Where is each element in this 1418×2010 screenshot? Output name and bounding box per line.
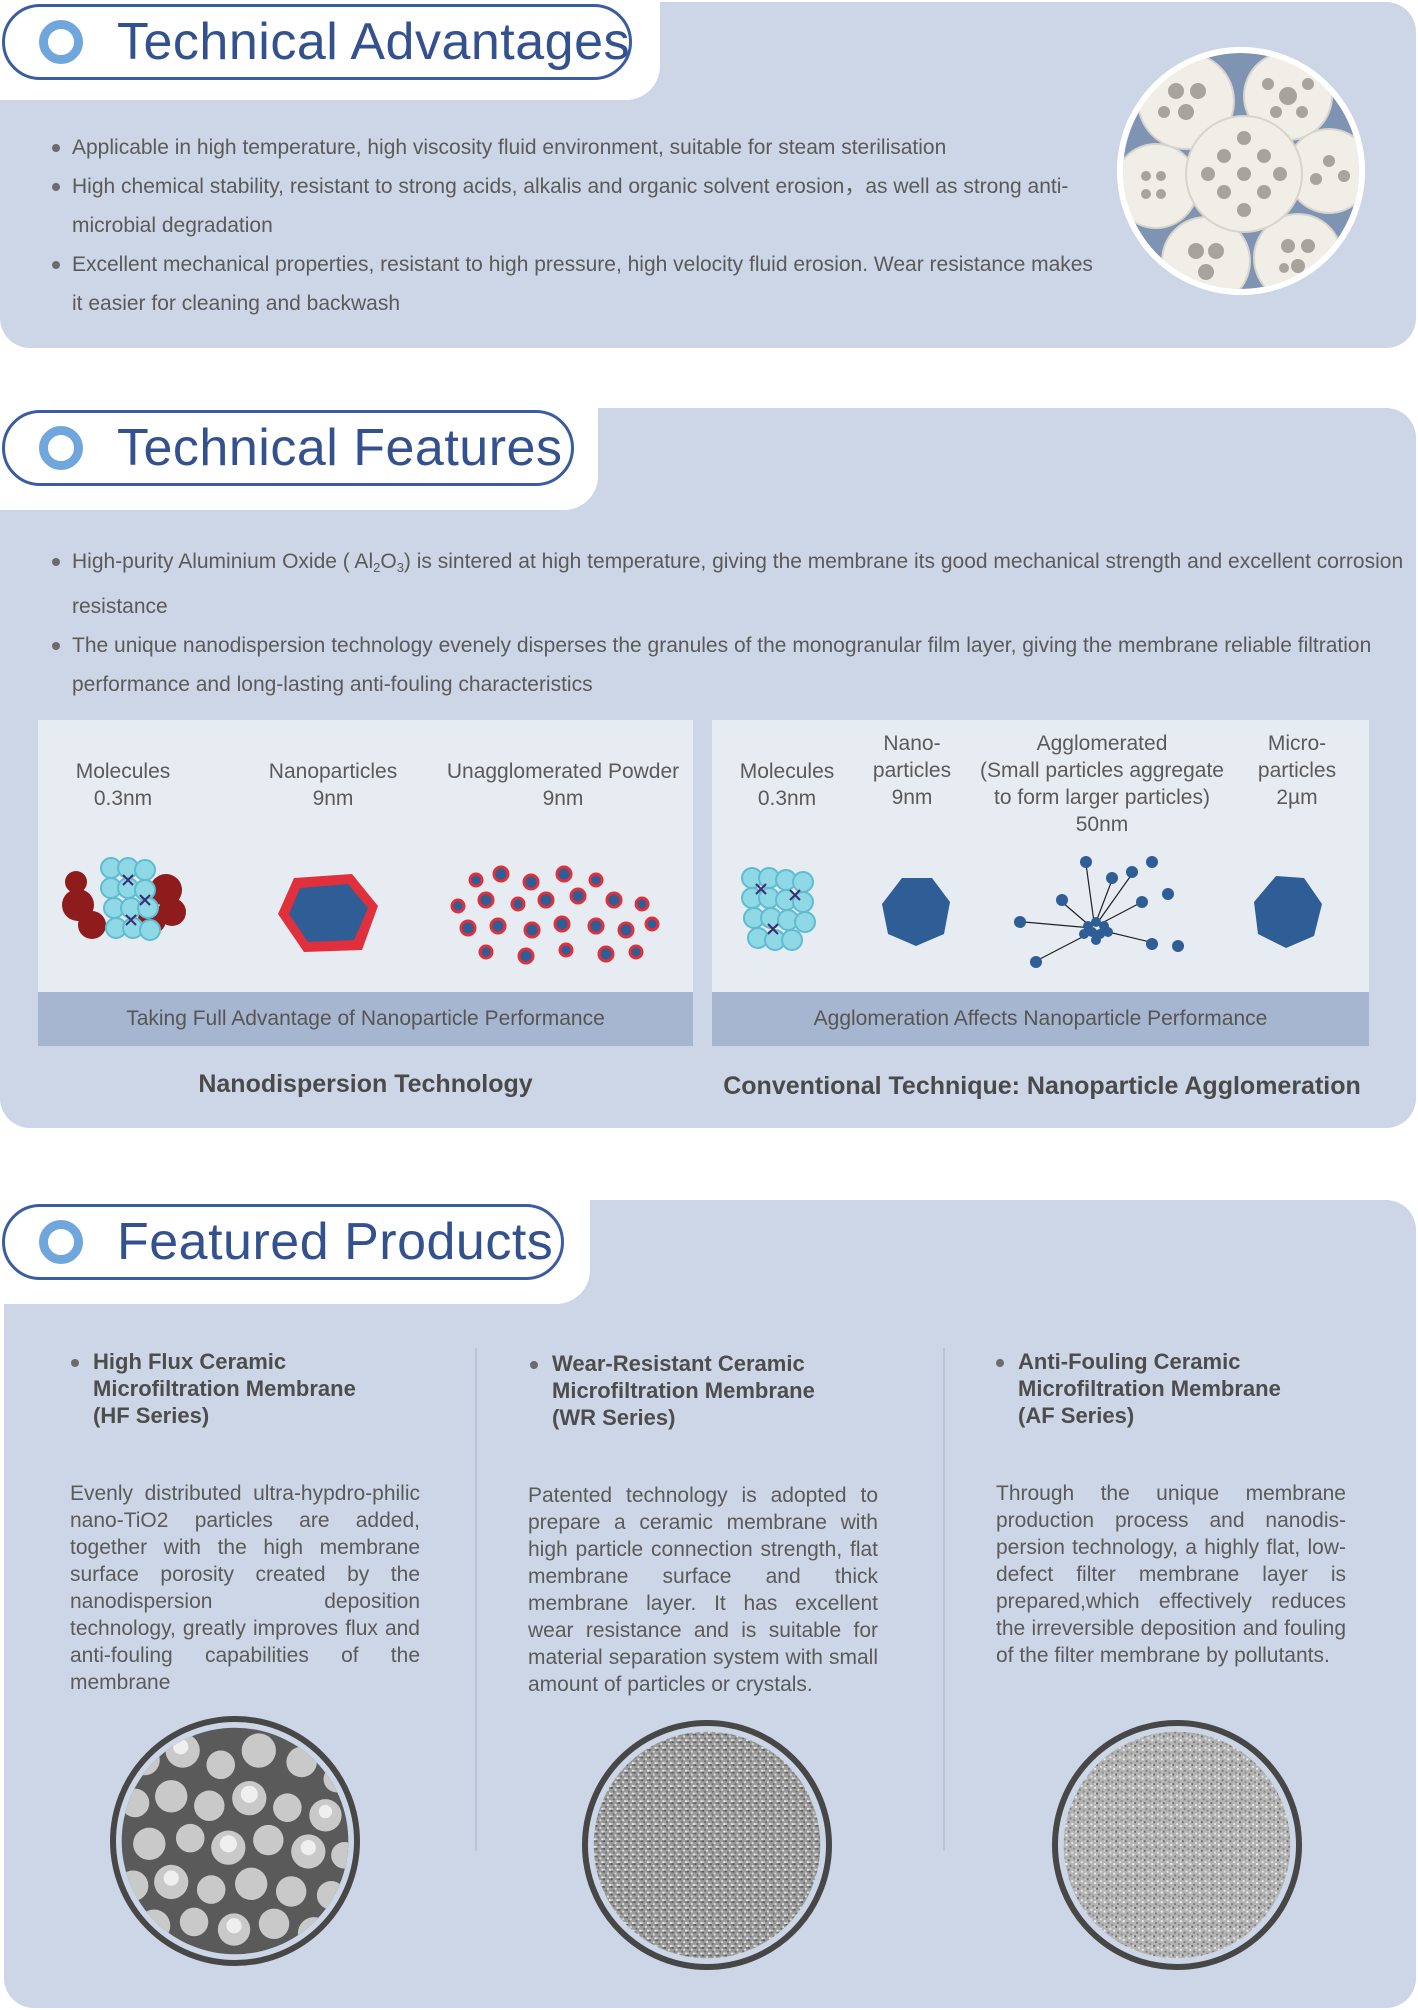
list-item: The unique nanodispersion technology eve…	[50, 626, 1410, 704]
nanodispersion-caption: Nanodispersion Technology	[198, 1070, 533, 1098]
label-molecules: Molecules 0.3nm	[75, 760, 171, 810]
molecule-cluster-icon	[741, 867, 816, 951]
product-description-af: Through the unique membrane production p…	[996, 1482, 1346, 1667]
molecule-cluster-red-icon	[62, 857, 186, 941]
label-microparticles: Micro- particles 2µm	[1257, 732, 1337, 809]
bullet-dot	[996, 1359, 1004, 1367]
advantages-list: Applicable in high temperature, high vis…	[50, 128, 1100, 323]
section-title-products: Featured Products	[117, 1213, 554, 1271]
ring-icon	[39, 20, 83, 64]
ring-icon	[39, 426, 83, 470]
features-header: Technical Features	[2, 410, 574, 486]
af-membrane-micrograph	[1052, 1720, 1302, 1970]
column-divider	[475, 1348, 477, 1851]
product-description-wr: Patented technology is adopted to prepar…	[528, 1484, 878, 1696]
label-nanoparticles: Nano- particles 9nm	[872, 732, 952, 809]
nanoparticle-red-border-icon	[278, 874, 378, 952]
product-title-hf: High Flux Ceramic Microfiltration Membra…	[71, 1348, 423, 1429]
unagglomerated-powder-icon	[450, 865, 660, 965]
products-header: Featured Products	[2, 1204, 564, 1280]
agglomeration-diagram: Molecules 0.3nm Nano- particles 9nm Aggl…	[712, 720, 1369, 1046]
list-item: Excellent mechanical properties, resista…	[50, 245, 1100, 323]
nanodispersion-diagram: Molecules 0.3nm Nanoparticles 9nm Unaggl…	[38, 720, 693, 1046]
list-item: High chemical stability, resistant to st…	[50, 167, 1100, 245]
label-unagglomerated-powder: Unagglomerated Powder 9nm	[446, 760, 680, 810]
product-description-hf: Evenly distributed ultra-hypdro-philic n…	[70, 1482, 420, 1694]
product-title-af: Anti-Fouling Ceramic Microfiltration Mem…	[996, 1348, 1348, 1429]
nanoparticle-icon	[882, 878, 950, 946]
list-item: Applicable in high temperature, high vis…	[50, 128, 1100, 167]
wr-membrane-micrograph	[582, 1720, 832, 1970]
product-title-wr: Wear-Resistant Ceramic Microfiltration M…	[530, 1350, 882, 1431]
agglomerated-particles-icon	[1014, 856, 1184, 968]
advantages-header: Technical Advantages	[2, 4, 632, 80]
hf-membrane-micrograph	[110, 1716, 360, 1966]
microparticle-icon	[1254, 876, 1322, 948]
list-item: High-purity Aluminium Oxide ( Al2O3) is …	[50, 542, 1410, 626]
ceramic-tubes-image	[1117, 47, 1365, 295]
conventional-caption: Conventional Technique: Nanoparticle Agg…	[723, 1072, 1361, 1100]
column-divider	[943, 1348, 945, 1851]
label-nanoparticles: Nanoparticles 9nm	[268, 760, 398, 810]
bullet-dot	[71, 1359, 79, 1367]
bullet-dot	[530, 1361, 538, 1369]
label-agglomerated: Agglomerated (Small particles aggregate …	[980, 732, 1224, 836]
agglomeration-band: Agglomeration Affects Nanoparticle Perfo…	[712, 992, 1369, 1046]
features-list: High-purity Aluminium Oxide ( Al2O3) is …	[50, 542, 1410, 704]
label-molecules: Molecules 0.3nm	[739, 760, 835, 810]
nanodispersion-band: Taking Full Advantage of Nanoparticle Pe…	[38, 992, 693, 1046]
section-title-advantages: Technical Advantages	[117, 13, 631, 71]
ring-icon	[39, 1220, 83, 1264]
section-title-features: Technical Features	[117, 419, 563, 477]
